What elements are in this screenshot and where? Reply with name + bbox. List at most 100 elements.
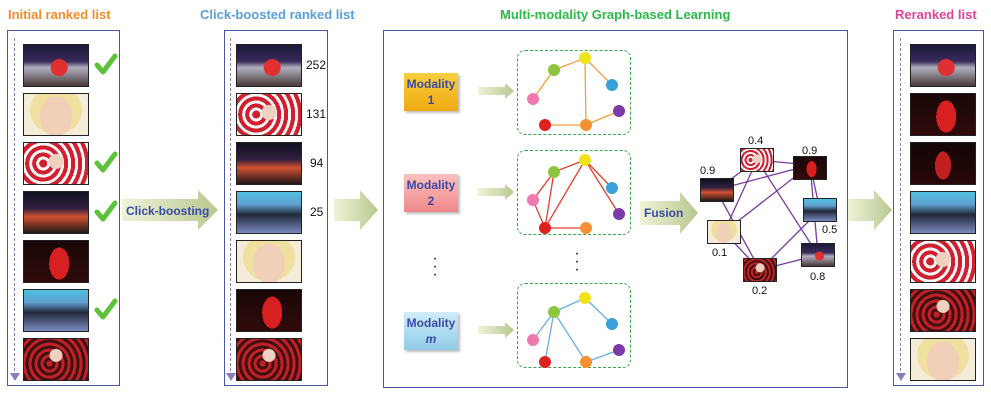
initial-list-title: Initial ranked list (8, 7, 111, 22)
click-list-rank-axis (230, 38, 231, 376)
modality-2-edges (532, 159, 620, 229)
click-count-2: 131 (306, 107, 327, 121)
modality-2-graph-frame (517, 150, 631, 235)
graph-node (580, 222, 592, 234)
graph-node (527, 194, 539, 206)
initial-thumb-1 (23, 44, 89, 87)
fusion-thumb-f (743, 258, 777, 282)
click-thumb-7 (236, 338, 302, 381)
fusion-score-c: 0.9 (802, 145, 818, 157)
modality-2-label: Modality (406, 178, 456, 192)
check-icon (94, 53, 118, 75)
modality-1-arrow (478, 83, 514, 99)
graph-node (579, 52, 591, 64)
modality-2-index: 2 (427, 194, 435, 208)
fusion-thumb-c (793, 156, 827, 180)
modality-m-graph-frame (517, 283, 631, 368)
reranked-list-title: Reranked list (895, 7, 977, 22)
initial-list-rank-arrow-icon (10, 373, 20, 381)
modality-1-index: 1 (427, 93, 435, 107)
modality-m-nodes (527, 292, 625, 368)
click-boosting-label: Click-boosting (126, 204, 210, 218)
click-count-3: 94 (310, 156, 324, 170)
fusion-thumb-d (803, 198, 837, 222)
graph-node (527, 334, 539, 346)
modality-1-label: Modality (406, 77, 456, 91)
modality-ellipsis: ··· (432, 250, 438, 283)
click-boosted-list-title: Click-boosted ranked list (200, 7, 355, 22)
check-icon (94, 151, 118, 173)
graph-node (579, 154, 591, 166)
to-graph-arrow (334, 190, 378, 230)
reranked-thumb-1 (910, 44, 976, 87)
graph-node (613, 208, 625, 220)
graph-node (539, 119, 551, 131)
graph-node (527, 93, 539, 105)
to-reranked-arrow (848, 190, 892, 230)
reranked-thumb-5 (910, 240, 976, 283)
graph-ellipsis: ··· (574, 245, 580, 278)
fusion-label: Fusion (644, 206, 684, 220)
fusion-thumb-a (700, 178, 734, 202)
initial-list-rank-axis (14, 38, 15, 376)
click-thumb-2 (236, 93, 302, 136)
reranked-list-rank-arrow-icon (896, 373, 906, 381)
graph-node (606, 318, 618, 330)
modality-m-edges (532, 297, 620, 363)
modality-1-graph-frame (517, 50, 631, 135)
reranked-thumb-3 (910, 142, 976, 185)
check-icon (94, 298, 118, 320)
fusion-thumb-g (801, 243, 835, 267)
modality-m-arrow (478, 322, 514, 338)
click-list-rank-arrow-icon (226, 373, 236, 381)
modality-2-arrow (478, 184, 514, 200)
click-thumb-3 (236, 142, 302, 185)
initial-thumb-4 (23, 191, 89, 234)
fusion-thumb-b (740, 148, 774, 172)
click-count-4: 25 (310, 205, 324, 219)
initial-thumb-3 (23, 142, 89, 185)
initial-thumb-2 (23, 93, 89, 136)
fusion-score-b: 0.4 (748, 135, 764, 147)
fusion-score-e: 0.1 (712, 247, 728, 259)
click-thumb-5 (236, 240, 302, 283)
reranked-thumb-6 (910, 289, 976, 332)
fusion-score-a: 0.9 (700, 165, 716, 177)
modality-2-box: Modality 2 (404, 174, 458, 212)
graph-node (606, 182, 618, 194)
check-icon (94, 200, 118, 222)
reranked-thumb-7 (910, 338, 976, 381)
reranked-thumb-2 (910, 93, 976, 136)
reranked-thumb-4 (910, 191, 976, 234)
graph-learning-title: Multi-modality Graph-based Learning (500, 7, 731, 22)
reranked-list-rank-axis (900, 38, 901, 376)
click-thumb-4 (236, 191, 302, 234)
graph-node (580, 119, 592, 131)
graph-node (613, 344, 625, 356)
initial-thumb-6 (23, 289, 89, 332)
click-boosting-arrow (122, 190, 218, 230)
modality-m-box: Modality m (404, 312, 458, 350)
graph-node (548, 306, 560, 318)
fusion-score-f: 0.2 (752, 285, 768, 297)
graph-node (539, 356, 551, 368)
graph-node (539, 222, 551, 234)
graph-node (548, 166, 560, 178)
fusion-arrow (640, 192, 698, 234)
modality-1-box: Modality 1 (404, 73, 458, 111)
graph-node (613, 105, 625, 117)
modality-m-label: Modality (406, 316, 456, 330)
click-thumb-6 (236, 289, 302, 332)
click-thumb-1 (236, 44, 302, 87)
modality-m-index: m (425, 332, 437, 346)
graph-node (580, 356, 592, 368)
graph-node (606, 79, 618, 91)
modality-1-nodes (527, 52, 625, 131)
modality-2-nodes (527, 154, 625, 234)
fusion-score-g: 0.8 (810, 271, 826, 283)
modality-1-edges (532, 57, 620, 126)
initial-thumb-5 (23, 240, 89, 283)
graph-node (548, 64, 560, 76)
